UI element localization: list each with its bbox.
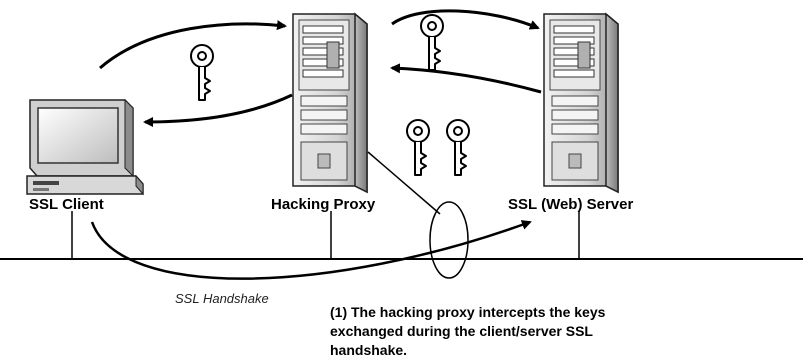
- handshake-label: SSL Handshake: [175, 291, 269, 306]
- arrow-client-to-proxy: [99, 20, 287, 70]
- arrow-server-to-proxy: [390, 63, 542, 94]
- key-icon: [420, 14, 444, 71]
- key-icon: [446, 119, 470, 176]
- server-tower-icon: [543, 13, 619, 193]
- key-icon: [406, 119, 430, 176]
- intercept-line: [367, 151, 441, 215]
- arrow-proxy-to-client: [143, 93, 293, 127]
- arrow-ssl-handshake: [90, 220, 532, 280]
- diagram-caption: (1) The hacking proxy intercepts the key…: [330, 304, 606, 358]
- server-tower-icon: [292, 13, 368, 193]
- key-icon: [190, 44, 214, 101]
- server-label: SSL (Web) Server: [508, 196, 634, 213]
- desktop-computer-icon: [26, 98, 144, 196]
- client-label: SSL Client: [29, 196, 104, 213]
- intercept-ellipse: [429, 201, 469, 279]
- proxy-label: Hacking Proxy: [271, 196, 376, 213]
- arrow-proxy-to-server: [391, 9, 540, 30]
